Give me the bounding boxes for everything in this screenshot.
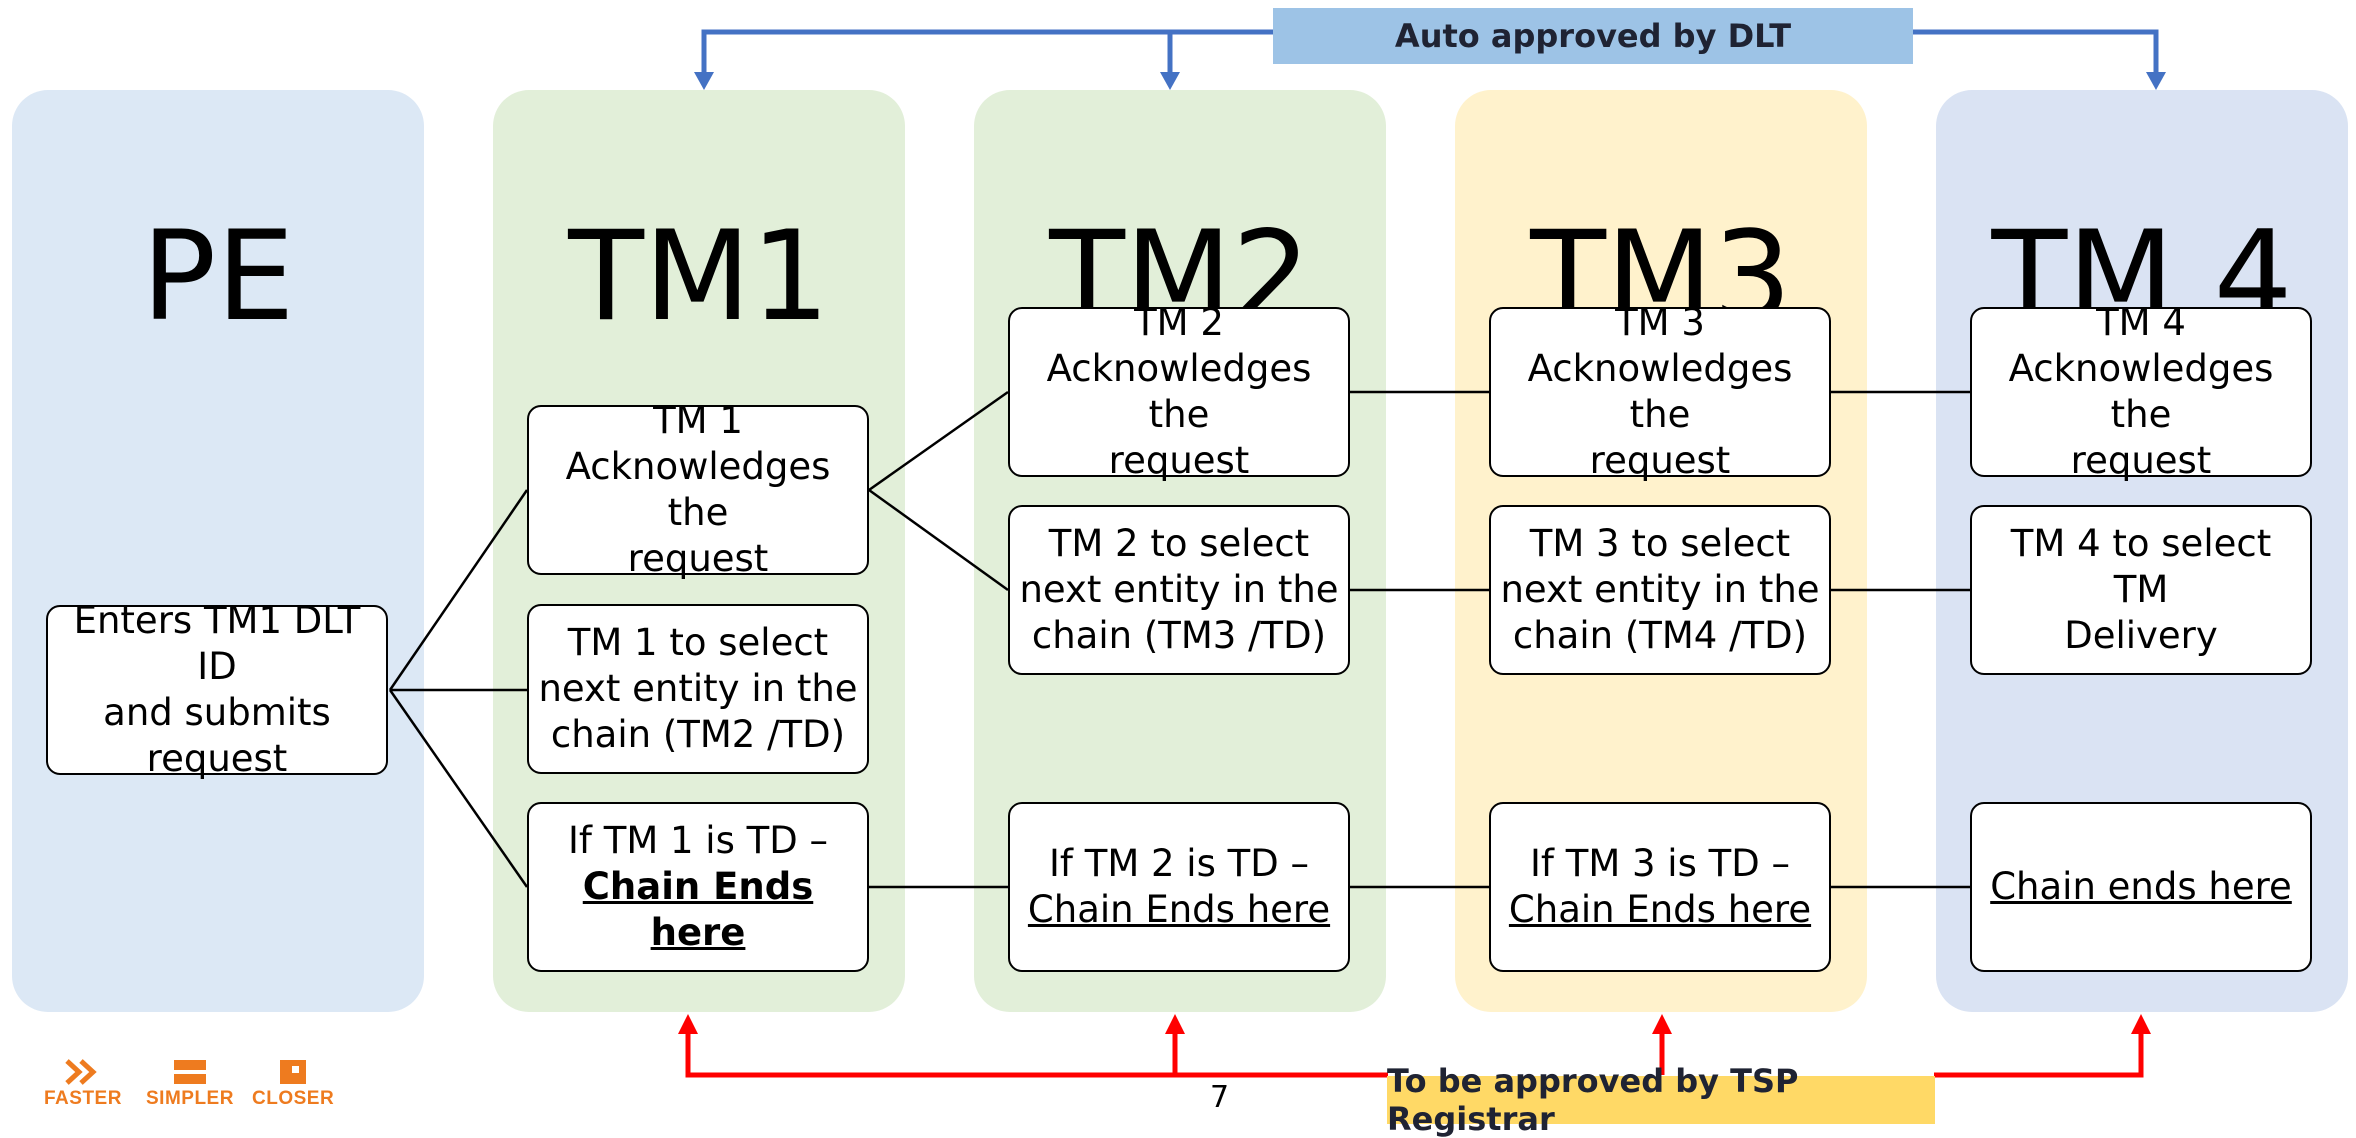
tm1-ack-line-2: Acknowledges the bbox=[565, 445, 831, 534]
closer-label: CLOSER bbox=[252, 1088, 335, 1109]
connector-tm1-tm2-select bbox=[868, 488, 1009, 592]
auto-approved-label: Auto approved by DLT bbox=[1394, 17, 1792, 55]
tm4-ack-box: TM 4 Acknowledges the request bbox=[1970, 301, 2312, 482]
tm1-chain-end-box: If TM 1 is TD – Chain Ends here bbox=[527, 802, 869, 972]
tm2-select-line-3: chain (TM3 /TD) bbox=[1031, 614, 1327, 657]
tm3-select-line-3: chain (TM4 /TD) bbox=[1512, 614, 1808, 657]
tm4-chain-end-box: Chain ends here bbox=[1970, 802, 2312, 972]
tm3-end-text: Chain Ends here bbox=[1508, 888, 1812, 931]
auto-approved-banner: Auto approved by DLT bbox=[1273, 8, 1913, 64]
tm2-select-line-1: TM 2 to select bbox=[1048, 522, 1310, 565]
tm2-select-box: TM 2 to select next entity in the chain … bbox=[1008, 505, 1350, 675]
column-pe: PE bbox=[12, 90, 424, 1012]
tm4-select-line-1: TM 4 to select TM bbox=[2010, 522, 2272, 611]
tm2-ack-line-2: Acknowledges the bbox=[1046, 347, 1312, 436]
tm2-ack-line-1: TM 2 bbox=[1134, 301, 1224, 344]
connector-pe-tm1-ack bbox=[388, 489, 529, 691]
tm4-end-text: Chain ends here bbox=[1990, 865, 2292, 908]
tm1-select-line-3: chain (TM2 /TD) bbox=[550, 713, 846, 756]
tm4-ack-line-3: request bbox=[2070, 439, 2212, 482]
tm4-select-box: TM 4 to select TM Delivery bbox=[1970, 505, 2312, 675]
stacked-bars-icon bbox=[173, 1060, 206, 1084]
simpler-label: SIMPLER bbox=[146, 1088, 234, 1109]
tm2-end-text: Chain Ends here bbox=[1027, 888, 1331, 931]
tsp-registrar-label: To be approved by TSP Registrar bbox=[1387, 1062, 1799, 1138]
tm3-select-line-1: TM 3 to select bbox=[1529, 522, 1791, 565]
tm2-chain-end-box: If TM 2 is TD – Chain Ends here bbox=[1008, 802, 1350, 972]
pe-line-3: request bbox=[146, 737, 288, 780]
pe-submit-box: Enters TM1 DLT ID and submits request bbox=[46, 599, 388, 780]
tm3-select-line-2: next entity in the bbox=[1500, 568, 1820, 611]
tm3-ack-line-3: request bbox=[1589, 439, 1731, 482]
tm1-ack-line-3: request bbox=[627, 537, 769, 580]
closer-logo: CLOSER bbox=[252, 1058, 334, 1110]
pe-line-1: Enters TM1 DLT ID bbox=[73, 599, 361, 688]
square-dot-icon bbox=[280, 1060, 307, 1084]
page-number: 7 bbox=[1210, 1080, 1230, 1115]
pe-line-2: and submits bbox=[103, 691, 331, 734]
tm1-ack-line-1: TM 1 bbox=[653, 399, 743, 442]
column-title-tm1: TM1 bbox=[568, 205, 830, 349]
tm3-ack-line-1: TM 3 bbox=[1615, 301, 1705, 344]
tm2-end-prefix: If TM 2 is TD – bbox=[1049, 842, 1309, 885]
tm3-ack-box: TM 3 Acknowledges the request bbox=[1489, 301, 1831, 482]
tm1-end-prefix: If TM 1 is TD – bbox=[568, 819, 828, 862]
tm2-select-line-2: next entity in the bbox=[1019, 568, 1339, 611]
bottom-arrowheads bbox=[678, 1014, 2151, 1034]
tm4-ack-line-2: Acknowledges the bbox=[2008, 347, 2274, 436]
faster-label: FASTER bbox=[44, 1088, 122, 1109]
tm3-select-box: TM 3 to select next entity in the chain … bbox=[1489, 505, 1831, 675]
tm3-chain-end-box: If TM 3 is TD – Chain Ends here bbox=[1489, 802, 1831, 972]
double-chevron-icon bbox=[65, 1059, 97, 1085]
tm1-select-line-2: next entity in the bbox=[538, 667, 858, 710]
tm4-select-line-2: Delivery bbox=[2064, 614, 2218, 657]
tm1-end-text: Chain Ends here bbox=[582, 865, 814, 954]
tsp-registrar-banner: To be approved by TSP Registrar bbox=[1387, 1062, 1935, 1138]
tm4-ack-line-1: TM 4 bbox=[2096, 301, 2186, 344]
connector-pe-tm1-end bbox=[388, 689, 529, 888]
tm3-ack-line-2: Acknowledges the bbox=[1527, 347, 1793, 436]
column-title-pe: PE bbox=[141, 205, 295, 349]
faster-logo: FASTER bbox=[44, 1058, 122, 1110]
connector-tm1-tm2-ack bbox=[868, 390, 1009, 492]
bottom-arrows bbox=[685, 1030, 2144, 1078]
tm2-ack-box: TM 2 Acknowledges the request bbox=[1008, 301, 1350, 482]
tm1-select-line-1: TM 1 to select bbox=[567, 621, 829, 664]
tm2-ack-line-3: request bbox=[1108, 439, 1250, 482]
simpler-logo: SIMPLER bbox=[146, 1058, 234, 1110]
tm1-ack-box: TM 1 Acknowledges the request bbox=[527, 399, 869, 580]
tm1-select-box: TM 1 to select next entity in the chain … bbox=[527, 604, 869, 774]
top-arrowheads bbox=[694, 72, 2166, 90]
tm3-end-prefix: If TM 3 is TD – bbox=[1530, 842, 1790, 885]
